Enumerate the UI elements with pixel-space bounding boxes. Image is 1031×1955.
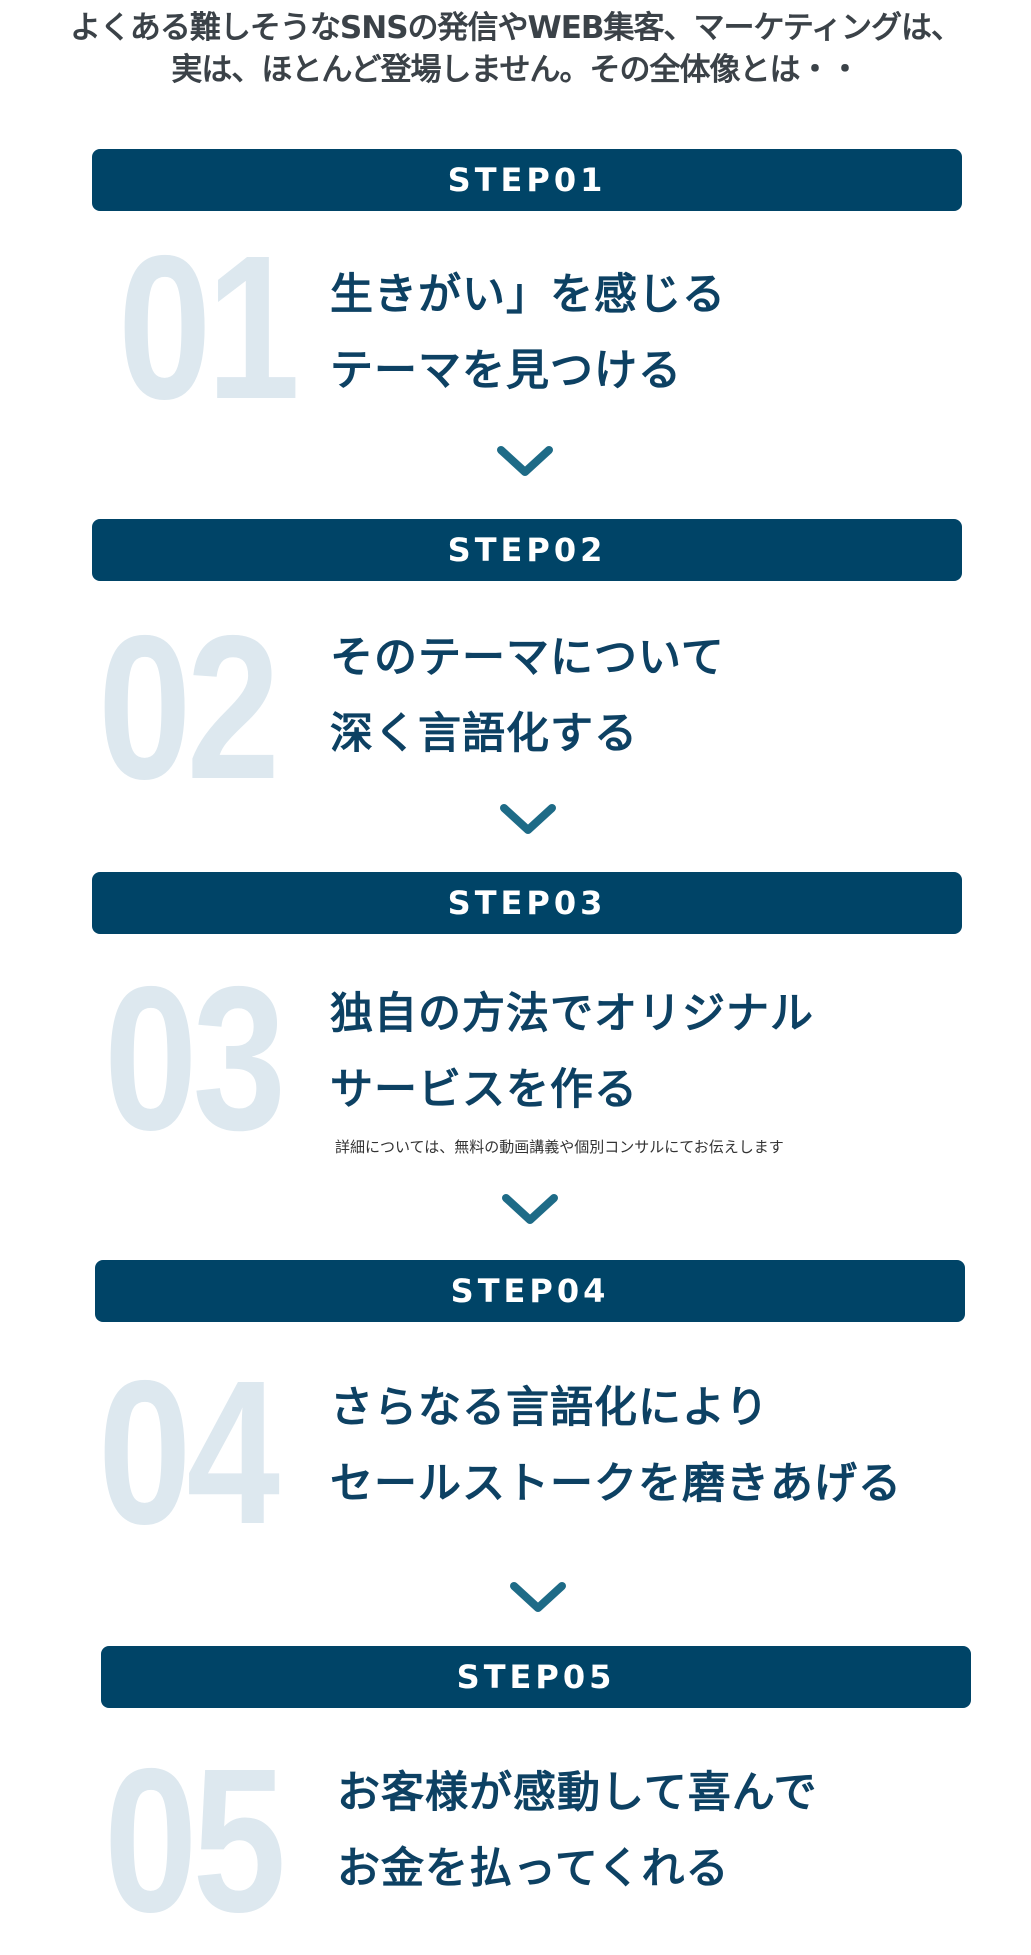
- step-05-heading: お客様が感動して喜んで お金を払ってくれる: [337, 1755, 818, 1907]
- step-01-bar: STEP01: [92, 149, 962, 211]
- step-04-number: 04: [98, 1338, 280, 1567]
- chevron-down-icon: [500, 804, 556, 834]
- step-04-heading-line2: セールストークを磨きあげる: [330, 1459, 902, 1509]
- step-05-number: 05: [104, 1726, 286, 1955]
- step-03-bar: STEP03: [92, 872, 962, 934]
- step-02-heading: そのテーマについて 深く言語化する: [330, 620, 725, 772]
- intro-line-2: 実は、ほとんど登場しません。その全体像とは・・: [171, 52, 860, 88]
- chevron-down-icon: [510, 1582, 566, 1612]
- step-03-heading-line1: 独自の方法でオリジナル: [330, 989, 814, 1039]
- chevron-down-icon: [502, 1194, 558, 1224]
- step-01-heading-line2: テーマを見つける: [330, 346, 682, 396]
- step-04-heading-line1: さらなる言語化により: [330, 1383, 770, 1433]
- step-05-heading-line2: お金を払ってくれる: [337, 1844, 730, 1894]
- step-03-heading: 独自の方法でオリジナル サービスを作る: [330, 976, 814, 1128]
- step-02-number: 02: [98, 593, 280, 822]
- step-01-heading-line1: 生きがい」を感じる: [330, 270, 726, 320]
- step-03-heading-line2: サービスを作る: [330, 1065, 638, 1115]
- step-04-bar: STEP04: [95, 1260, 965, 1322]
- step-03-number: 03: [104, 944, 286, 1173]
- step-03-note: 詳細については、無料の動画講義や個別コンサルにてお伝えします: [335, 1138, 784, 1156]
- chevron-down-icon: [497, 446, 553, 476]
- step-02-heading-line2: 深く言語化する: [330, 709, 638, 759]
- step-02-heading-line1: そのテーマについて: [330, 633, 725, 683]
- step-02-bar: STEP02: [92, 519, 962, 581]
- step-05-bar: STEP05: [101, 1646, 971, 1708]
- step-01-number: 01: [118, 213, 300, 442]
- step-01-heading: 生きがい」を感じる テーマを見つける: [330, 257, 726, 409]
- step-05-heading-line1: お客様が感動して喜んで: [337, 1768, 818, 1818]
- intro-line-1: よくある難しそうなSNSの発信やWEB集客、マーケティングは、: [69, 10, 962, 46]
- step-04-heading: さらなる言語化により セールストークを磨きあげる: [330, 1370, 902, 1522]
